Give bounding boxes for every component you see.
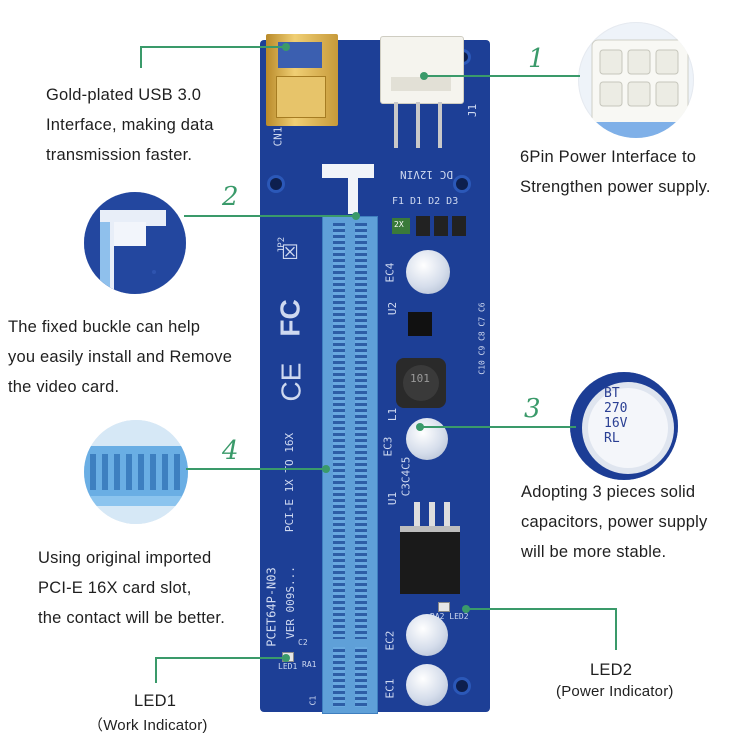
led1-subtitle: （Work Indicator) (88, 717, 208, 734)
regulator-body (400, 526, 460, 594)
silk-l1: L1 (386, 407, 400, 422)
led2-component (438, 602, 450, 612)
inductor-l1 (396, 358, 446, 408)
callout-dot-usb (282, 43, 290, 51)
silk-cn1: CN1 (271, 126, 285, 147)
silk-c6-c10: C10 C9 C8 C7 C6 (477, 302, 487, 375)
slot-detail-image (84, 420, 188, 524)
callout-number-3: 3 (524, 394, 541, 424)
callout-line-usb (140, 46, 286, 48)
silk-model: PCET64P-N03 (264, 567, 279, 647)
silk-slot-label: PCI-E 1X TO 16X (283, 432, 297, 533)
diode-component (416, 216, 430, 236)
silk-c3c4c5: C3C4C5 (399, 456, 413, 497)
callout-line-buckle (184, 215, 358, 217)
callout-line-led2 (466, 608, 616, 610)
power-connector-detail-image (578, 22, 694, 138)
mounting-hole (456, 680, 468, 692)
riser-board: CN1 DC 12VIN J1 JP2 ☒ FC CE PCI-E 1X TO … (260, 34, 490, 714)
led2-title: LED2 (590, 661, 633, 679)
silk-inductor: 101 (410, 372, 430, 385)
callout-dot-led2 (462, 605, 470, 613)
slot-latch (322, 164, 374, 178)
callout-number-2: 2 (222, 182, 239, 212)
capacitor-ec2 (406, 614, 448, 656)
silk-led1: LED1 (278, 662, 298, 671)
weee-icon: ☒ (281, 242, 299, 264)
silk-ec2: EC2 (383, 630, 397, 651)
callout-line-usb (140, 46, 142, 68)
silk-fuse: 2X (394, 220, 404, 229)
led1-title: LED1 (134, 692, 177, 710)
callout-line-led1 (155, 657, 157, 683)
power-connector-pins (388, 102, 452, 158)
diode-component (452, 216, 466, 236)
silk-c2: C2 (298, 638, 308, 647)
silk-fc: FC (274, 299, 306, 337)
silk-ec1: EC1 (383, 678, 397, 699)
mounting-hole (270, 178, 282, 190)
pcie-x16-slot (322, 216, 378, 714)
callout-dot-capacitor (416, 423, 424, 431)
callout-dot-power (420, 72, 428, 80)
usb-port (266, 34, 338, 126)
capacitor-detail-text: BT 270 16V RL (604, 386, 628, 446)
capacitor-ec4 (406, 250, 450, 294)
silk-u1: U1 (386, 491, 400, 506)
silk-u2: U2 (386, 301, 400, 316)
mounting-hole (456, 178, 468, 190)
callout-dot-led1 (282, 654, 290, 662)
callout-line-power (424, 75, 580, 77)
buckle-detail-image (84, 192, 186, 294)
callout-line-led2 (615, 608, 617, 650)
silk-ra1: RA1 (302, 660, 317, 669)
power-connector (380, 36, 464, 104)
callout-line-led1 (155, 657, 285, 659)
callout-line-slot (186, 468, 326, 470)
slot-description: Using original imported PCI-E 16X card s… (38, 549, 226, 627)
capacitor-ec3 (406, 418, 448, 460)
capacitor-ec1 (406, 664, 448, 706)
silk-j1: J1 (466, 103, 480, 118)
silk-ce: CE (275, 362, 307, 402)
led2-subtitle: (Power Indicator) (556, 683, 674, 700)
silk-version: VER 009S... (283, 566, 297, 639)
slot-latch-arm (348, 174, 358, 214)
power-description: 6Pin Power Interface to Strengthen power… (520, 148, 711, 196)
usb-description: Gold-plated USB 3.0 Interface, making da… (46, 86, 214, 164)
callout-dot-slot (322, 465, 330, 473)
callout-number-4: 4 (222, 436, 239, 466)
diode-component (434, 216, 448, 236)
silk-c1: C1 (308, 695, 318, 706)
silk-f1-d1-d2-d3: F1 D1 D2 D3 (392, 196, 459, 207)
ic-u2 (408, 312, 432, 336)
capacitor-description: Adopting 3 pieces solid capacitors, powe… (521, 483, 708, 561)
callout-dot-buckle (352, 212, 360, 220)
fuse-component (392, 218, 410, 234)
silk-dc-12vin: DC 12VIN (400, 168, 453, 181)
silk-ec4: EC4 (383, 262, 397, 283)
regulator-u1 (410, 502, 454, 526)
silk-ec3: EC3 (381, 436, 395, 457)
capacitor-detail-image: BT 270 16V RL (570, 372, 678, 480)
callout-number-1: 1 (528, 44, 545, 74)
buckle-description: The fixed buckle can help you easily ins… (8, 318, 233, 396)
silk-led2: RA2 LED2 (430, 612, 469, 621)
callout-line-capacitor (420, 426, 576, 428)
